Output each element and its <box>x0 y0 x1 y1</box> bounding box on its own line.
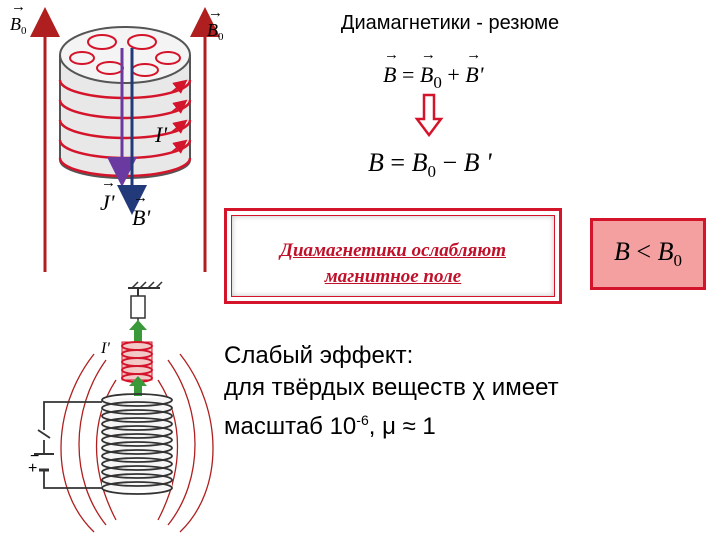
effect-text: Слабый эффект: для твёрдых веществ χ име… <box>224 340 694 443</box>
b0-left-label: B0 <box>10 0 27 37</box>
formula-difference: B = B0 − B ' <box>368 148 492 181</box>
j-prime-label: J' <box>100 175 117 216</box>
plus-sign: + <box>28 460 38 477</box>
minus-sign: − <box>30 448 40 465</box>
formula-sum: B = B0 + B' <box>383 47 483 93</box>
force-arrow-upper <box>129 320 147 342</box>
banner-line-1: Диамагнетики ослабляют <box>280 240 506 261</box>
force-arrow-lower <box>129 376 147 396</box>
effect-line-2: для твёрдых веществ χ имеет <box>224 374 559 401</box>
result-formula: B < B0 <box>614 237 682 270</box>
diamagnetic-cylinder-diagram <box>30 7 220 272</box>
banner-line-2: магнитное поле <box>324 266 462 287</box>
effect-line-3: масштаб 10-6, μ ≈ 1 <box>224 412 436 440</box>
coil-windings <box>101 393 173 495</box>
banner-text: Диамагнетики ослабляют магнитное поле <box>232 238 554 290</box>
i-prime-lower-label: I' <box>101 340 110 357</box>
b-prime-label: B' <box>132 190 150 231</box>
i-prime-label: I' <box>155 122 168 147</box>
result-box: B < B0 <box>590 218 706 290</box>
b0-right-label: B0 <box>207 5 224 43</box>
cylinder-top <box>59 26 191 84</box>
slide-title: Диамагнетики - резюме <box>340 12 560 34</box>
circuit-wires <box>43 401 102 489</box>
coil-field-lines <box>60 353 214 533</box>
switch-icon <box>37 429 51 439</box>
banner-frame: Диамагнетики ослабляют магнитное поле <box>231 215 555 297</box>
conclusion-banner: Диамагнетики ослабляют магнитное поле <box>224 208 562 304</box>
down-arrow-icon <box>414 93 444 137</box>
spring-scale <box>130 295 146 319</box>
effect-line-1: Слабый эффект: <box>224 342 414 369</box>
coil-experiment-diagram <box>34 281 214 533</box>
